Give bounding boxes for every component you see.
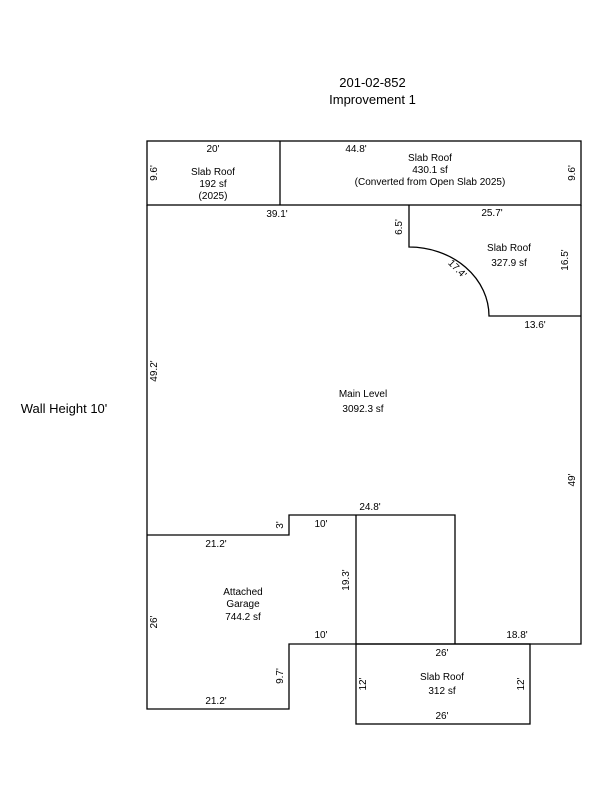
slab-roof-top-label: Slab Roof [408, 153, 452, 164]
dim-19-3: 19.3' [341, 569, 352, 590]
parcel-id: 201-02-852 [339, 75, 406, 90]
area-labels: Slab Roof 192 sf (2025) Slab Roof 430.1 … [191, 153, 531, 697]
dim-26-bottom: 26' [435, 711, 448, 722]
top-slab-outline [146, 140, 582, 206]
dim-18-8: 18.8' [506, 630, 527, 641]
dim-12-right: 12' [516, 677, 527, 690]
dim-6-5: 6.5' [394, 219, 405, 235]
slab-roof-top-note: (Converted from Open Slab 2025) [355, 177, 506, 188]
dim-44-8: 44.8' [345, 144, 366, 155]
slab-roof-left-area: 192 sf [199, 179, 226, 190]
dimension-labels: 20' 44.8' 9.6' 9.6' 39.1' 25.7' 6.5' 17.… [149, 144, 578, 722]
dim-16-5: 16.5' [560, 249, 571, 270]
garage-label-line2: Garage [226, 599, 260, 610]
slab-roof-top-area: 430.1 sf [412, 165, 448, 176]
dim-49-2: 49.2' [149, 360, 160, 381]
dim-10-top: 10' [314, 519, 327, 530]
slab-roof-bottom-area: 312 sf [428, 686, 455, 697]
slab-roof-left-label: Slab Roof [191, 167, 235, 178]
main-outline [146, 205, 582, 710]
dim-21-2-bottom: 21.2' [205, 696, 226, 707]
bottom-slab-outline [355, 643, 531, 725]
dim-20: 20' [206, 144, 219, 155]
dim-21-2-top: 21.2' [205, 539, 226, 550]
dim-12-left: 12' [358, 677, 369, 690]
slab-roof-corner-area: 327.9 sf [491, 258, 527, 269]
main-level-area: 3092.3 sf [342, 404, 383, 415]
dim-9-6-left: 9.6' [149, 165, 160, 181]
dim-17-4: 17.4' [445, 258, 468, 281]
corner-slab-outline [408, 205, 581, 317]
dim-49: 49' [567, 473, 578, 486]
garage-divider [147, 514, 456, 644]
main-level-label: Main Level [339, 389, 387, 400]
garage-area: 744.2 sf [225, 612, 261, 623]
improvement-title: Improvement 1 [329, 92, 416, 107]
wall-height-label: Wall Height 10' [21, 401, 108, 416]
dim-10-bottom: 10' [314, 630, 327, 641]
slab-roof-left-year: (2025) [199, 191, 228, 202]
dim-25-7: 25.7' [481, 208, 502, 219]
dim-24-8: 24.8' [359, 502, 380, 513]
dim-26-left: 26' [149, 615, 160, 628]
dim-39-1: 39.1' [266, 209, 287, 220]
dim-13-6: 13.6' [524, 320, 545, 331]
garage-label-line1: Attached [223, 587, 262, 598]
walls [146, 140, 582, 725]
dim-26-top: 26' [435, 648, 448, 659]
dim-9-6-right: 9.6' [567, 165, 578, 181]
slab-roof-bottom-label: Slab Roof [420, 672, 464, 683]
dim-3: 3' [275, 521, 286, 529]
slab-roof-corner-label: Slab Roof [487, 243, 531, 254]
dim-9-7: 9.7' [275, 668, 286, 684]
